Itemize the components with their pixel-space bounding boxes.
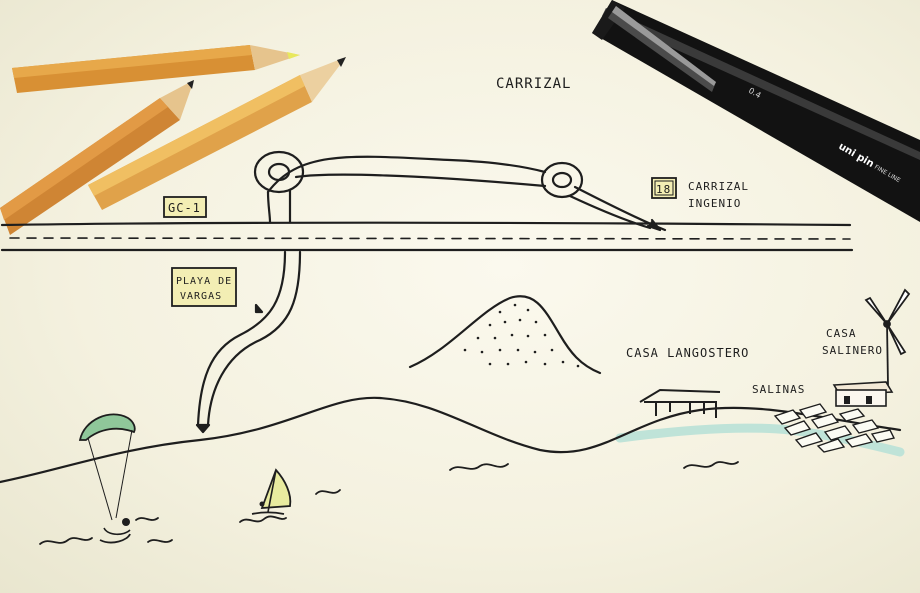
pencil-icon (88, 57, 346, 210)
mountain (408, 295, 602, 375)
roundabout-east (540, 161, 584, 199)
windmill-icon (864, 288, 911, 386)
salt-house-icon (832, 381, 894, 407)
house-icon (639, 388, 721, 418)
arrow-icon (646, 218, 662, 232)
roads (0, 155, 854, 434)
label-casa-salinero-line1: CASA (826, 327, 857, 340)
service-road-bottom (294, 173, 547, 188)
waves (39, 461, 739, 545)
label-casa-langostero: CASA LANGOSTERO (626, 346, 749, 360)
label-casa-salinero-line2: SALINERO (822, 344, 883, 357)
label-exit-number: 18 (656, 183, 671, 196)
wave-icon (315, 489, 341, 495)
service-road-top (266, 155, 547, 194)
board-icon (251, 511, 285, 515)
connector-left (266, 190, 272, 224)
kite-icon (78, 413, 136, 441)
exit-sign-18: 18 (651, 177, 677, 199)
kiteboard-icon (99, 533, 131, 544)
windsurfer (251, 468, 292, 515)
wave-icon (239, 515, 287, 523)
pencil-icon (0, 80, 194, 235)
beach-road-right (206, 250, 302, 427)
sail-icon (260, 468, 292, 509)
label-playa-line2: VARGAS (180, 291, 222, 302)
arrow-icon (254, 303, 264, 314)
wave-icon (39, 537, 93, 545)
roundabout-west-island (267, 162, 291, 182)
arrow-icon (195, 423, 211, 434)
wave-icon (135, 517, 159, 521)
label-playa-line1: PLAYA DE (176, 276, 232, 287)
roundabout-east-island (551, 171, 573, 189)
beach-road-left (196, 250, 287, 427)
highway-centerline (9, 237, 851, 240)
kitesurfer (78, 413, 136, 544)
label-gc1: GC-1 (168, 201, 201, 215)
road-sign-playa-de-vargas: PLAYA DE VARGAS (171, 267, 237, 307)
highway-edge-top (0, 221, 852, 227)
label-carrizal-ingenio-line1: CARRIZAL (688, 180, 749, 193)
pencil-icon (12, 45, 300, 93)
roundabout-west (253, 150, 305, 194)
label-carrizal-ingenio-line2: INGENIO (688, 197, 741, 210)
highway-edge-bottom (0, 248, 854, 252)
label-salinas: SALINAS (752, 383, 805, 396)
fineliner-pen: 0.4 uni pin FINE LINE (592, 0, 920, 222)
label-carrizal: CARRIZAL (496, 76, 571, 92)
wave-icon (449, 463, 509, 471)
coastline (0, 396, 902, 484)
roundabouts (253, 150, 584, 199)
wave-icon (683, 461, 739, 469)
slip-road-bottom (568, 194, 652, 230)
road-sign-gc1: GC-1 (163, 196, 207, 218)
pencils (0, 45, 346, 235)
wave-icon (147, 539, 173, 543)
salt-pans (773, 403, 896, 453)
